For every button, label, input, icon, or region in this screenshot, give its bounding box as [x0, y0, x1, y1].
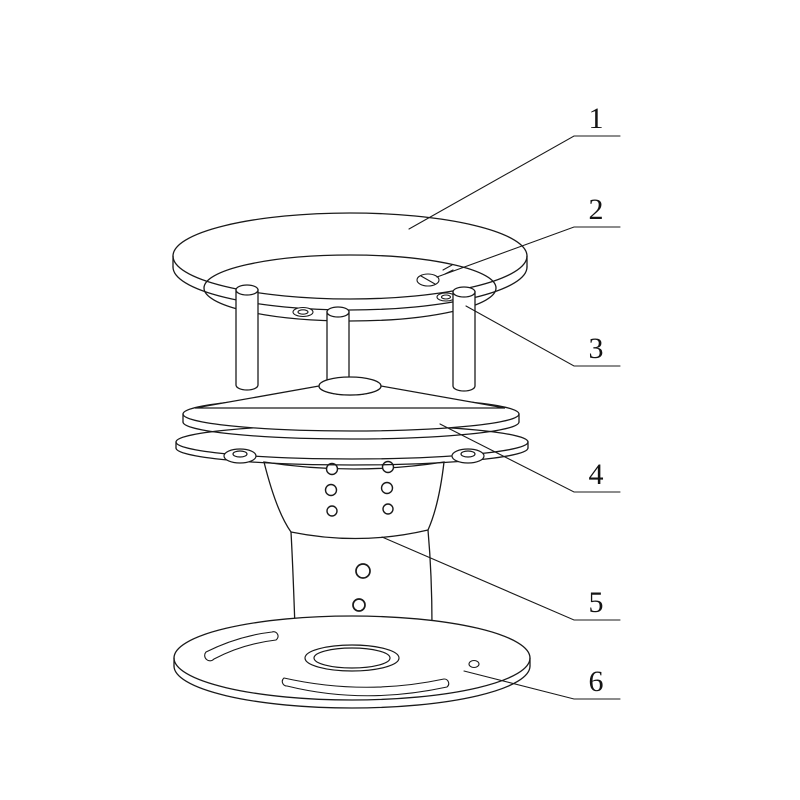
mounting-flange: [173, 615, 531, 709]
leader-5: [381, 536, 621, 621]
flange-slots: [204, 631, 480, 697]
support-post-left: [235, 284, 259, 391]
lower-reflector-plate: [175, 424, 529, 466]
support-post-right: [452, 286, 476, 392]
leader-lines: [381, 135, 621, 700]
callout-label-2: 2: [588, 193, 604, 226]
leader-2: [436, 226, 621, 278]
body-vent-holes: [324, 460, 395, 612]
flange-small-hole: [468, 659, 480, 669]
cap-screw-detail: [416, 264, 454, 287]
top-cap: [172, 212, 528, 322]
callout-label-4: 4: [588, 458, 604, 491]
callout-label-6: 6: [588, 665, 604, 698]
cap-recess: [203, 254, 497, 322]
leader-3: [465, 305, 621, 367]
spacer-collar: [194, 376, 506, 409]
support-posts: [235, 284, 476, 398]
body-seam-line: [290, 529, 429, 540]
callout-label-3: 3: [588, 332, 604, 365]
callout-label-5: 5: [588, 586, 604, 619]
sensor-body: [263, 460, 445, 640]
bolt-bosses: [223, 448, 485, 464]
callout-label-1: 1: [588, 102, 604, 135]
leader-6: [463, 670, 621, 700]
cap-holes: [292, 292, 456, 318]
flange-slot-left: [204, 631, 279, 662]
flange-slot-bottom: [281, 677, 450, 697]
leader-4: [439, 423, 621, 493]
flange-center-hole: [304, 644, 400, 672]
leader-1: [408, 135, 621, 230]
